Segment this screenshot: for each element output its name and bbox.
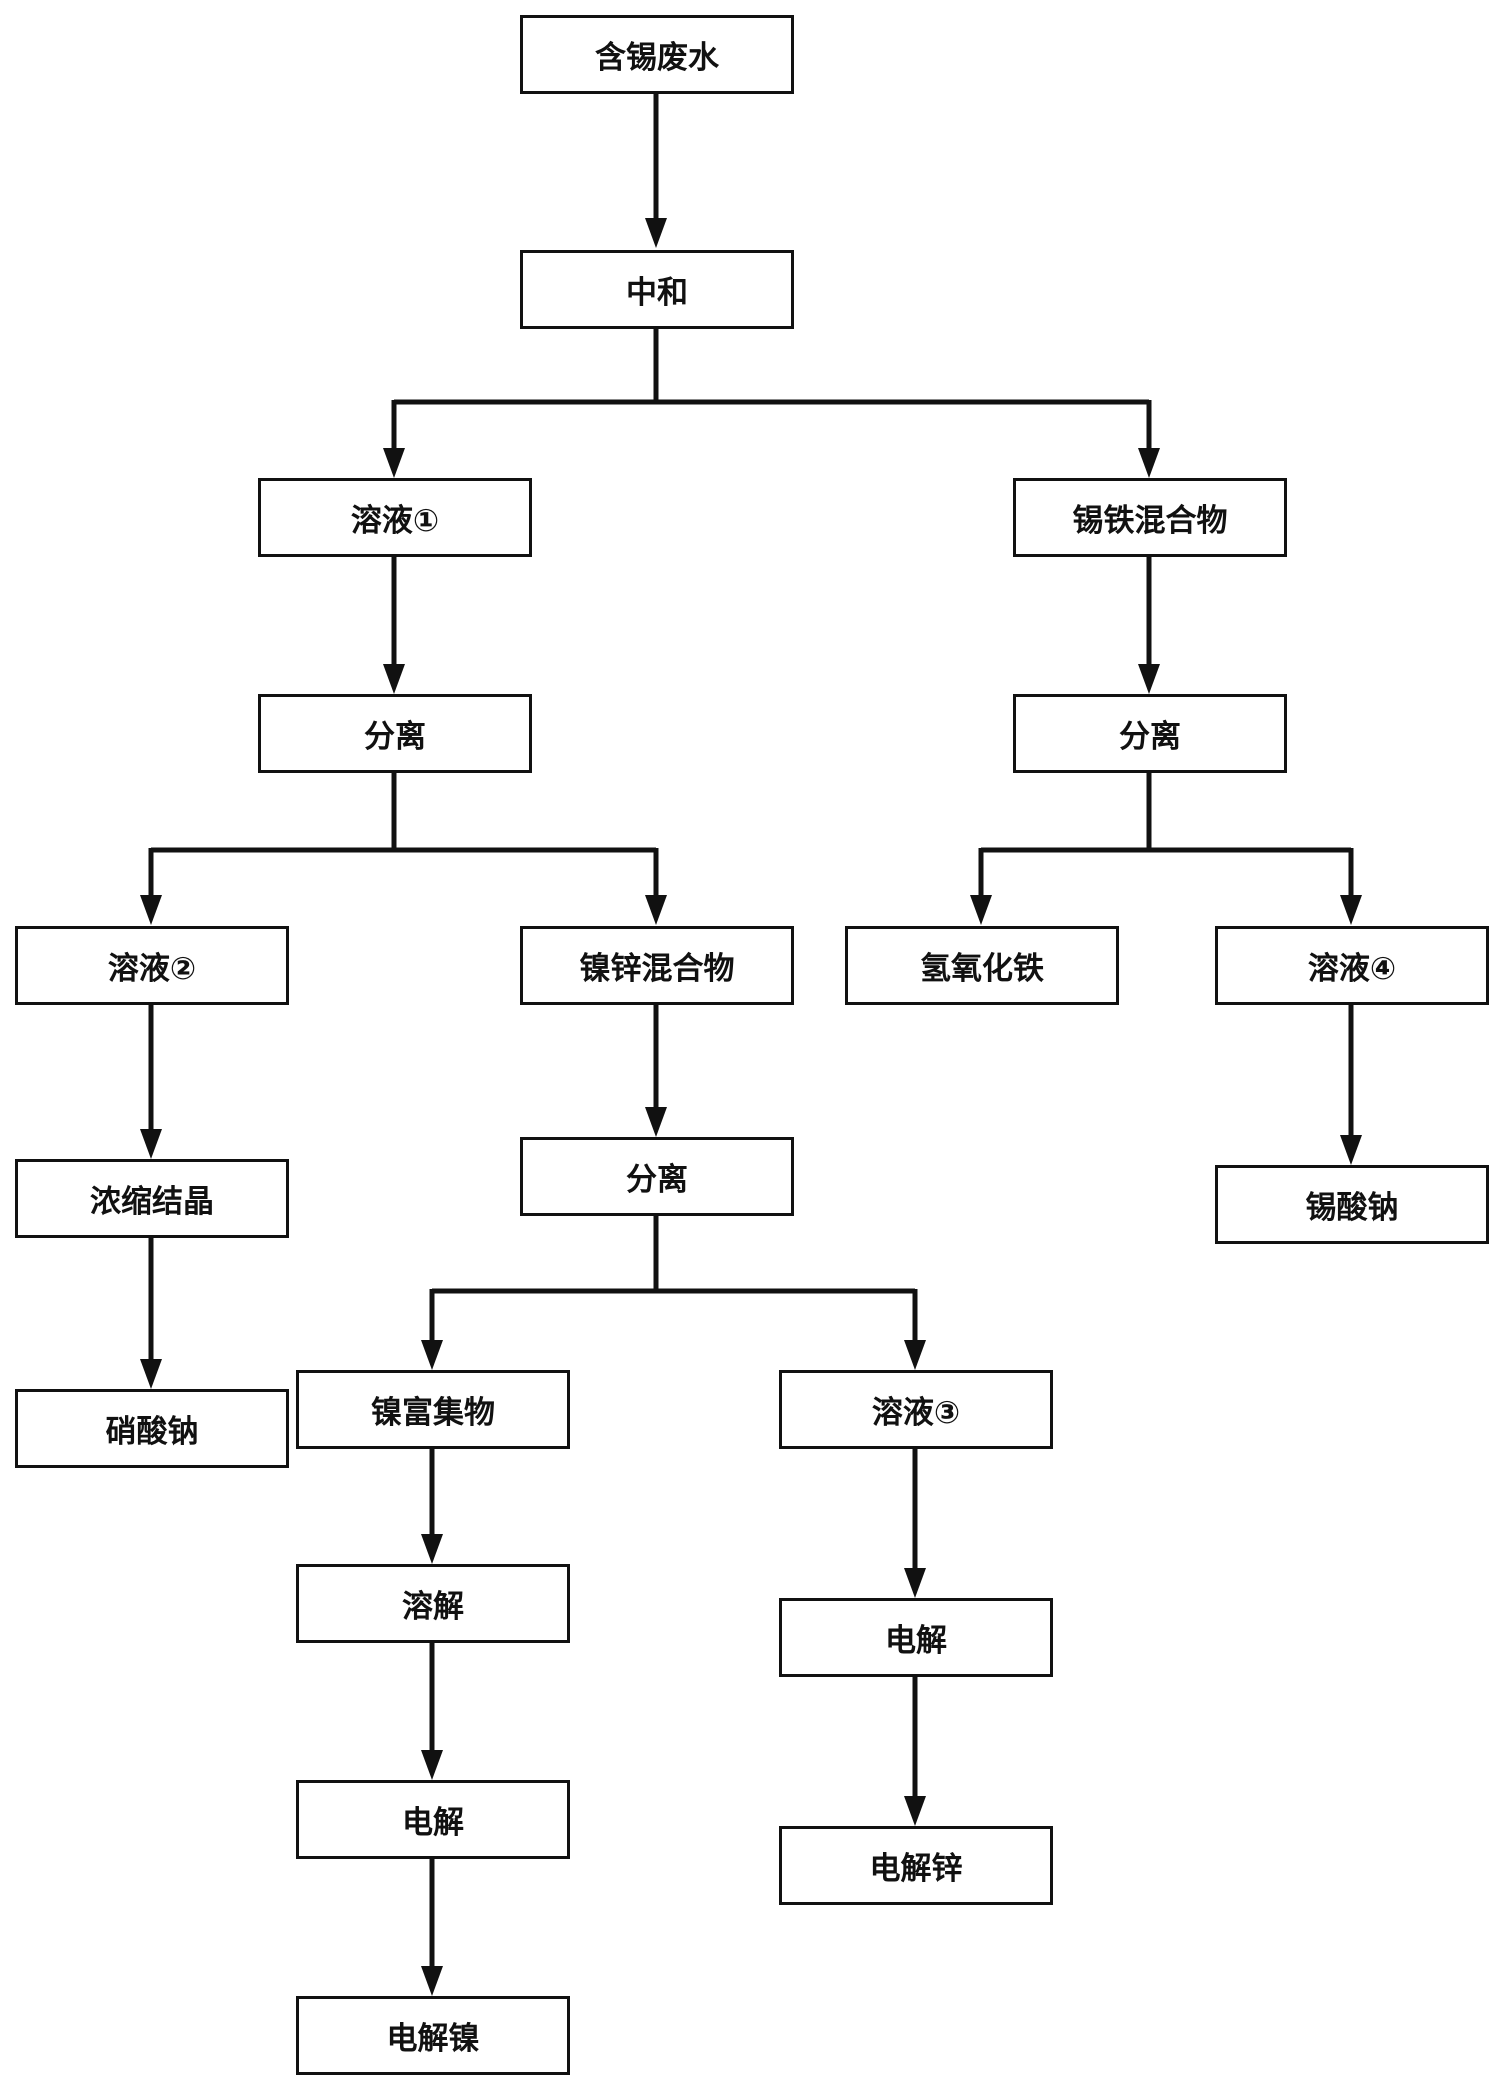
arrowhead [140, 1359, 162, 1389]
node-concentrate-crystallize: 浓缩结晶 [15, 1159, 289, 1238]
node-dissolve: 溶解 [296, 1564, 570, 1643]
arrowhead [1138, 448, 1160, 478]
node-sodium-stannate: 锡酸钠 [1215, 1165, 1489, 1244]
arrowhead [140, 895, 162, 925]
node-tin-iron-mix: 锡铁混合物 [1013, 478, 1287, 557]
node-sodium-nitrate: 硝酸钠 [15, 1389, 289, 1468]
node-separate-middle: 分离 [520, 1137, 794, 1216]
node-solution2: 溶液② [15, 926, 289, 1005]
node-solution1: 溶液① [258, 478, 532, 557]
node-nickel-zinc-mix: 镍锌混合物 [520, 926, 794, 1005]
node-solution4: 溶液④ [1215, 926, 1489, 1005]
arrowhead [421, 1750, 443, 1780]
arrowhead [383, 664, 405, 694]
arrowhead [645, 1107, 667, 1137]
node-electrolysis-nickel-branch: 电解 [296, 1780, 570, 1859]
node-electrolysis-zinc-branch: 电解 [779, 1598, 1053, 1677]
arrowhead [970, 895, 992, 925]
node-electrolytic-nickel: 电解镍 [296, 1996, 570, 2075]
arrowhead [421, 1966, 443, 1996]
arrowhead [904, 1796, 926, 1826]
arrowhead [1340, 895, 1362, 925]
node-nickel-concentrate: 镍富集物 [296, 1370, 570, 1449]
arrowhead [421, 1340, 443, 1370]
arrowhead [645, 895, 667, 925]
arrowhead [1138, 664, 1160, 694]
arrowhead [645, 218, 667, 248]
arrowhead [904, 1568, 926, 1598]
node-electrolytic-zinc: 电解锌 [779, 1826, 1053, 1905]
node-neutralize: 中和 [520, 250, 794, 329]
arrowhead [140, 1129, 162, 1159]
node-ferric-hydroxide: 氢氧化铁 [845, 926, 1119, 1005]
arrowhead [1340, 1135, 1362, 1165]
arrowhead [904, 1340, 926, 1370]
node-solution3: 溶液③ [779, 1370, 1053, 1449]
arrowhead [421, 1534, 443, 1564]
arrowhead [383, 448, 405, 478]
node-separate-left: 分离 [258, 694, 532, 773]
node-wastewater: 含锡废水 [520, 15, 794, 94]
node-separate-right: 分离 [1013, 694, 1287, 773]
